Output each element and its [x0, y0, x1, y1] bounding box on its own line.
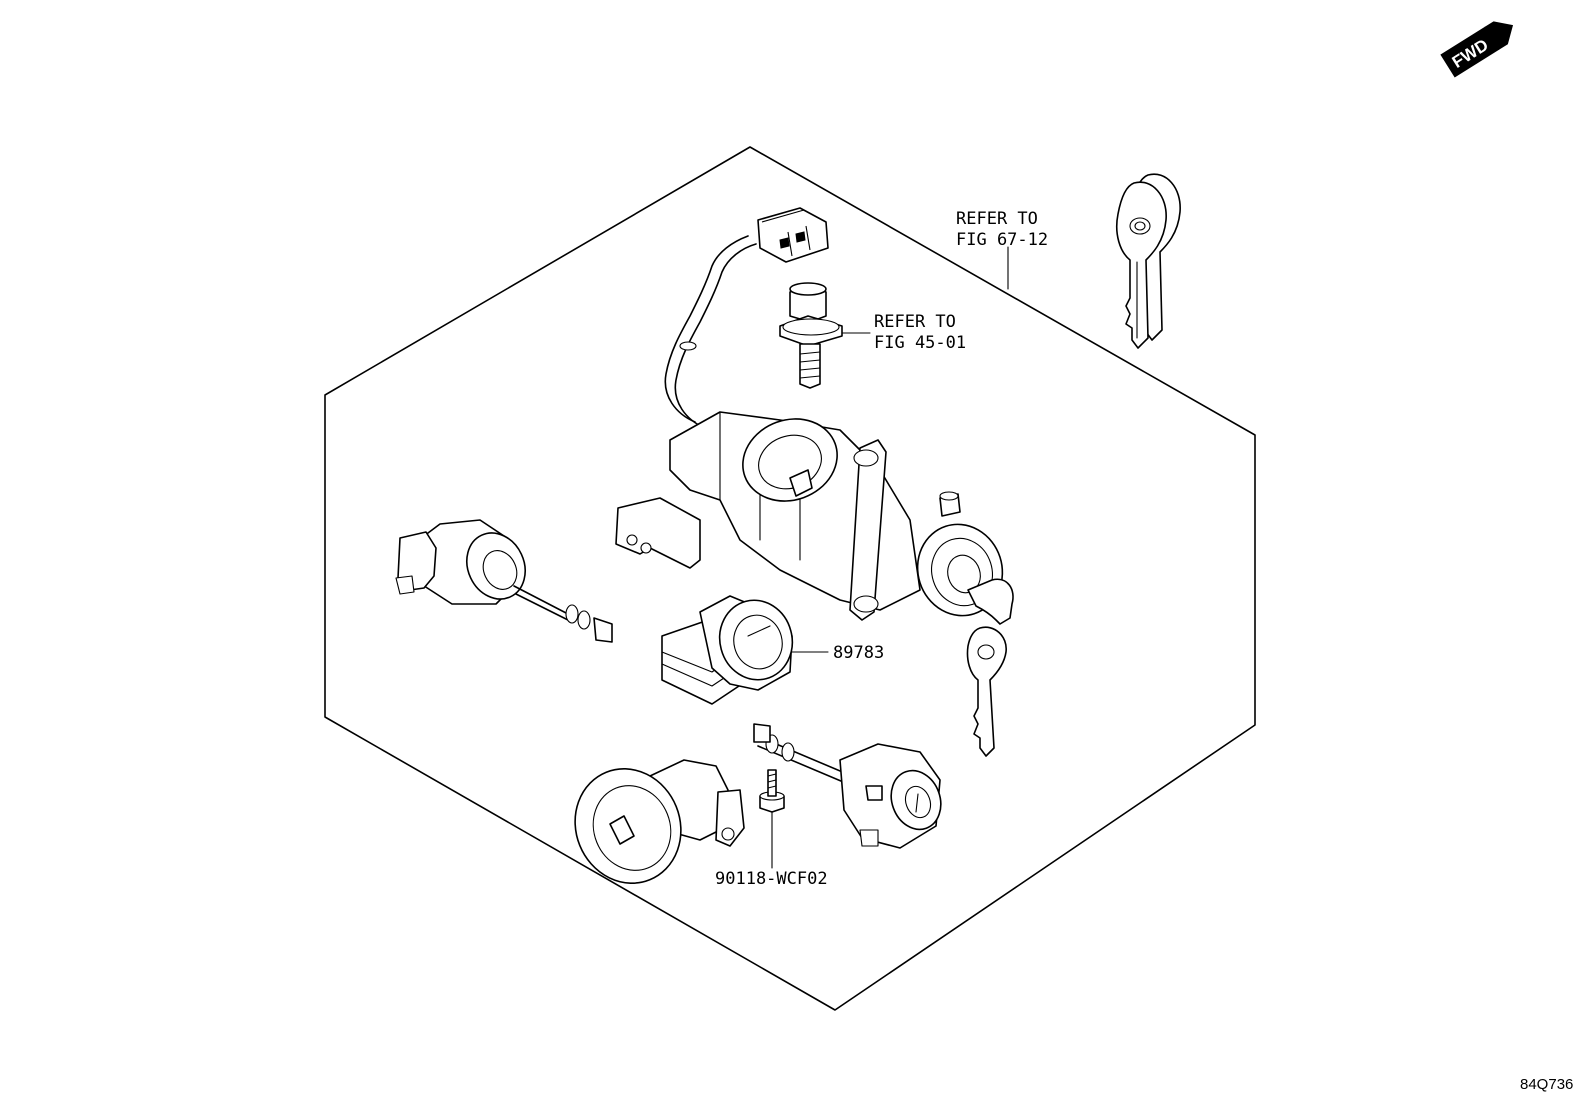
immobilizer-amplifier-89783 — [661, 595, 794, 705]
refer-67-line2: FIG 67-12 — [956, 230, 1048, 250]
part-label-89783: 89783 — [833, 643, 884, 663]
trunk-lock-cylinder — [574, 759, 745, 884]
fwd-badge: FWD — [1440, 21, 1514, 78]
ignition-switch-assembly — [615, 411, 1004, 621]
screw-90118 — [759, 769, 785, 813]
kit-boundary — [324, 146, 1256, 1011]
refer-45-line2: FIG 45-01 — [874, 333, 966, 353]
left-door-lock-cylinder — [395, 519, 613, 643]
ignition-key-icon — [966, 578, 1014, 757]
wire-harness — [664, 207, 829, 429]
diagram-code: 84Q736 — [1520, 1076, 1573, 1093]
refer-45-line1: REFER TO — [874, 312, 956, 332]
part-label-90118: 90118-WCF02 — [715, 869, 828, 889]
bolt-icon — [779, 282, 843, 389]
refer-67-line1: REFER TO — [956, 209, 1038, 229]
right-door-lock-cylinder — [753, 723, 942, 849]
key-pair-icon — [1115, 173, 1181, 349]
